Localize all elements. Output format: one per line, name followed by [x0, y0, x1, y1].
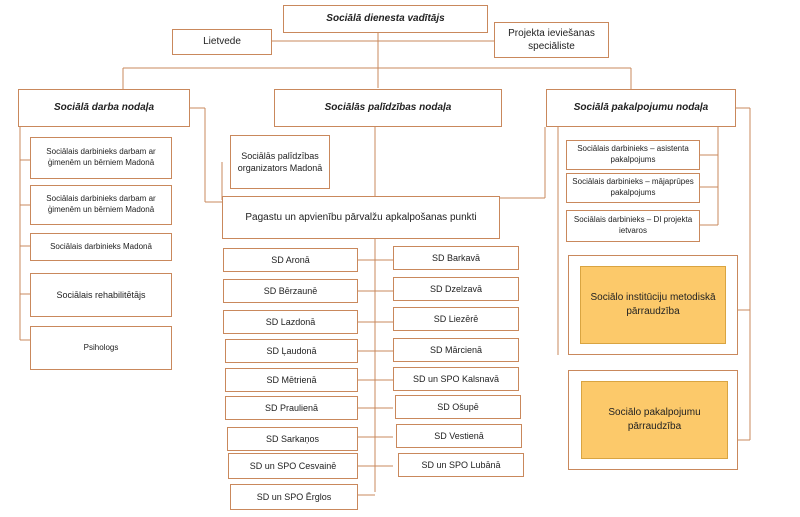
social-assistance-department-label: Sociālās palīdzības nodaļa	[324, 102, 452, 114]
services-item-label: Sociālais darbinieks – DI projekta ietva…	[573, 215, 693, 235]
service-point: SD Lazdonā	[223, 310, 358, 334]
service-point: SD un SPO Ērglos	[230, 484, 358, 510]
social-work-item: Sociālais darbinieks Madonā	[30, 233, 172, 261]
service-point: SD Mārcienā	[393, 338, 519, 362]
service-point: SD Ošupē	[395, 395, 521, 419]
social-work-item: Psihologs	[30, 326, 172, 370]
service-point-label: SD un SPO Kalsnavā	[412, 373, 500, 384]
institutions-supervision-box: Sociālo institūciju metodiskā pārraudzīb…	[580, 266, 726, 344]
assistance-organizer-box: Sociālās palīdzības organizators Madonā	[230, 135, 330, 189]
service-point-label: SD Aronā	[271, 254, 310, 265]
assistance-organizer-label: Sociālās palīdzības organizators Madonā	[237, 150, 323, 173]
services-supervision-box: Sociālo pakalpojumu pārraudzība	[581, 381, 728, 459]
service-point: SD Bērzaunē	[223, 279, 358, 303]
service-point: SD Aronā	[223, 248, 358, 272]
services-item: Sociālais darbinieks – asistenta pakalpo…	[566, 140, 700, 170]
service-point: SD Barkavā	[393, 246, 519, 270]
service-point: SD Mētrienā	[225, 368, 358, 392]
service-point: SD Sarkaņos	[227, 427, 358, 451]
social-work-department: Sociālā darba nodaļa	[18, 89, 190, 127]
social-work-item: Sociālais darbinieks darbam ar ģimenēm u…	[30, 185, 172, 225]
social-work-item-label: Sociālais darbinieks darbam ar ģimenēm u…	[46, 147, 156, 167]
social-assistance-department: Sociālās palīdzības nodaļa	[274, 89, 502, 127]
service-point-label: SD Vestienā	[434, 430, 484, 441]
service-point: SD Vestienā	[396, 424, 522, 448]
services-supervision-label: Sociālo pakalpojumu pārraudzība	[608, 406, 701, 433]
director-label: Sociālā dienesta vadītājs	[326, 13, 445, 25]
service-point-label: SD un SPO Ērglos	[256, 491, 332, 502]
social-work-item-label: Sociālais darbinieks Madonā	[50, 241, 152, 251]
parish-points-box: Pagastu un apvienību pārvalžu apkalpošan…	[222, 196, 500, 239]
service-point-label: SD Praulienā	[264, 402, 319, 413]
service-point: SD Liezērē	[393, 307, 519, 331]
service-point-label: SD Bērzaunē	[263, 285, 318, 296]
services-item: Sociālais darbinieks – mājaprūpes pakalp…	[566, 173, 700, 203]
service-point-label: SD Barkavā	[431, 252, 481, 263]
records-label: Lietvede	[203, 36, 241, 48]
parish-points-label: Pagastu un apvienību pārvalžu apkalpošan…	[245, 211, 477, 223]
service-point: SD un SPO Lubānā	[398, 453, 524, 477]
services-item-label: Sociālais darbinieks – mājaprūpes pakalp…	[572, 177, 694, 197]
service-point-label: SD Mārcienā	[429, 344, 483, 355]
social-work-item-label: Sociālais darbinieks darbam ar ģimenēm u…	[46, 194, 156, 214]
service-point-label: SD Sarkaņos	[265, 433, 320, 444]
service-point-label: SD Dzelzavā	[429, 283, 483, 294]
institutions-supervision-label: Sociālo institūciju metodiskā pārraudzīb…	[590, 291, 716, 318]
project-specialist-box: Projekta ieviešanas speciāliste	[494, 22, 609, 58]
service-point-label: SD Ošupē	[437, 401, 479, 412]
service-point-label: SD Liezērē	[433, 313, 479, 324]
social-services-department-label: Sociālā pakalpojumu nodaļa	[573, 102, 709, 114]
services-item: Sociālais darbinieks – DI projekta ietva…	[566, 210, 700, 242]
director-box: Sociālā dienesta vadītājs	[283, 5, 488, 33]
social-work-item: Sociālais rehabilitētājs	[30, 273, 172, 317]
project-specialist-label: Projekta ieviešanas speciāliste	[508, 27, 595, 53]
social-work-item: Sociālais darbinieks darbam ar ģimenēm u…	[30, 137, 172, 179]
social-work-item-label: Sociālais rehabilitētājs	[56, 289, 146, 300]
service-point-label: SD Lazdonā	[265, 316, 316, 327]
service-point-label: SD Mētrienā	[266, 374, 317, 385]
service-point: SD Praulienā	[225, 396, 358, 420]
service-point: SD un SPO Cesvainē	[228, 453, 358, 479]
social-work-item-label: Psihologs	[83, 342, 119, 352]
service-point: SD Ļaudonā	[225, 339, 358, 363]
service-point-label: SD un SPO Cesvainē	[249, 460, 337, 471]
service-point-label: SD Ļaudonā	[266, 345, 317, 356]
social-work-department-label: Sociālā darba nodaļa	[53, 102, 155, 114]
service-point-label: SD un SPO Lubānā	[421, 459, 501, 470]
services-item-label: Sociālais darbinieks – asistenta pakalpo…	[577, 144, 689, 164]
records-box: Lietvede	[172, 29, 272, 55]
service-point: SD Dzelzavā	[393, 277, 519, 301]
service-point: SD un SPO Kalsnavā	[393, 367, 519, 391]
social-services-department: Sociālā pakalpojumu nodaļa	[546, 89, 736, 127]
